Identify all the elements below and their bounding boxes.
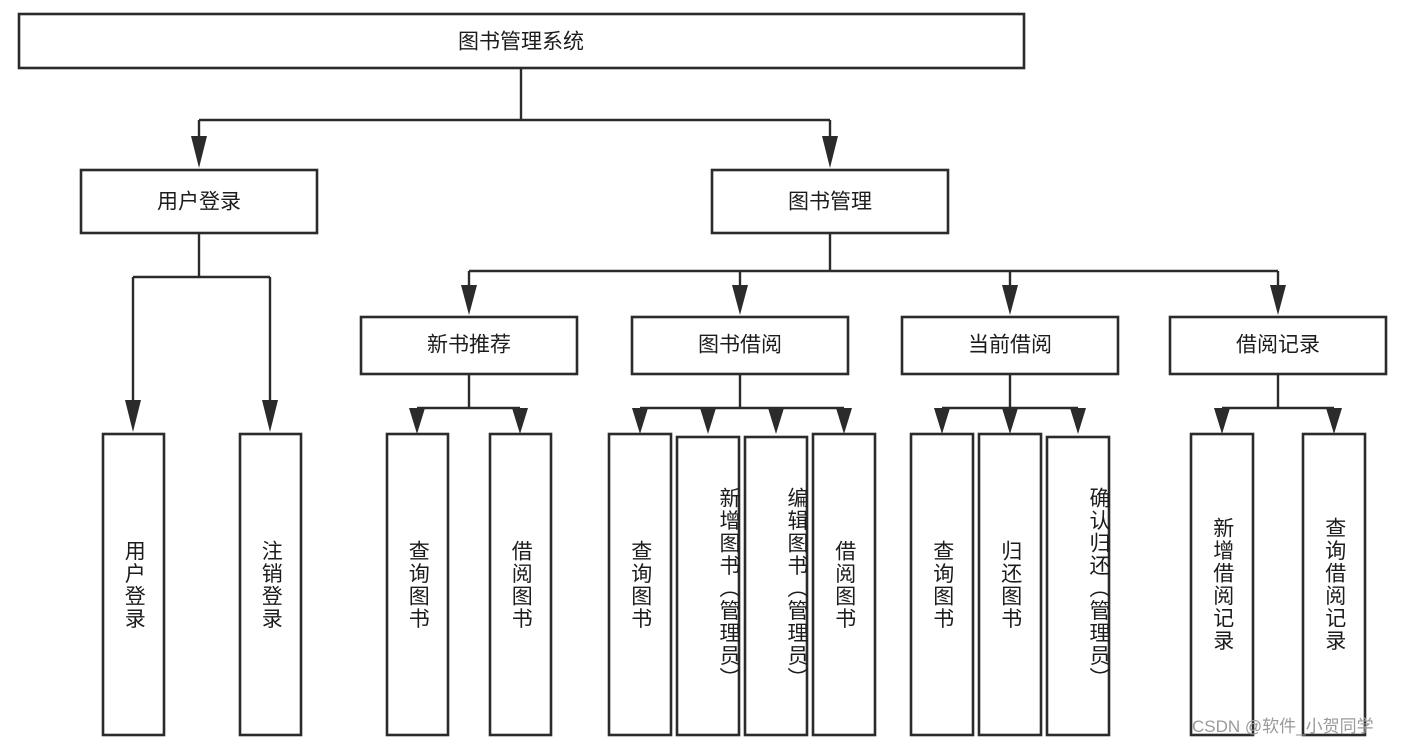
arrow-bb-3 bbox=[768, 408, 784, 434]
leaf-box-current-borrow-1[interactable] bbox=[909, 432, 975, 737]
leaf-box-user-login-1[interactable] bbox=[101, 432, 166, 737]
node-book-borrow-box[interactable] bbox=[630, 315, 850, 376]
leaf-box-book-borrow-3[interactable] bbox=[743, 435, 809, 737]
node-book-borrow[interactable]: 图书借阅 bbox=[630, 315, 850, 376]
node-user-login-box[interactable] bbox=[79, 168, 319, 235]
leaf-box-borrow-record-2[interactable] bbox=[1301, 432, 1367, 737]
node-new-book-recommend[interactable]: 新书推荐 bbox=[359, 315, 579, 376]
arrow-bb-2 bbox=[700, 408, 716, 434]
arrow-br-1 bbox=[1214, 408, 1230, 434]
arrow-nb-1 bbox=[409, 408, 425, 434]
arrow-currentborrow bbox=[1002, 285, 1018, 315]
leaf-box-current-borrow-3[interactable] bbox=[1045, 435, 1111, 737]
arrow-br-2 bbox=[1326, 408, 1342, 434]
node-book-manage-box[interactable] bbox=[710, 168, 950, 235]
node-current-borrow[interactable]: 当前借阅 bbox=[900, 315, 1120, 376]
node-book-manage-label: 图书管理 bbox=[788, 191, 872, 214]
arrow-bookborrow bbox=[732, 285, 748, 315]
arrow-nb-2 bbox=[512, 408, 528, 434]
leaf-box-book-borrow-4[interactable] bbox=[811, 432, 877, 737]
arrow-cb-3 bbox=[1070, 408, 1086, 434]
leaf-box-book-borrow-2[interactable] bbox=[675, 435, 741, 737]
connectors bbox=[125, 68, 1342, 434]
node-current-borrow-label: 当前借阅 bbox=[968, 334, 1052, 357]
arrow-ul-2 bbox=[262, 400, 278, 432]
leaf-box-borrow-record-1[interactable] bbox=[1189, 432, 1255, 737]
arrow-bb-1 bbox=[632, 408, 648, 434]
arrow-bb-4 bbox=[836, 408, 852, 434]
node-user-login[interactable]: 用户登录 bbox=[79, 168, 319, 235]
node-root[interactable]: 图书管理系统 bbox=[17, 12, 1026, 70]
node-new-book-recommend-box[interactable] bbox=[359, 315, 579, 376]
arrow-cb-1 bbox=[934, 408, 950, 434]
arrow-bookmanage bbox=[822, 136, 838, 168]
node-book-borrow-label: 图书借阅 bbox=[698, 334, 782, 357]
node-borrow-record-label: 借阅记录 bbox=[1236, 334, 1320, 357]
node-root-label: 图书管理系统 bbox=[458, 31, 584, 54]
node-current-borrow-box[interactable] bbox=[900, 315, 1120, 376]
csdn-watermark: CSDN @软件_小贺同学 bbox=[1192, 717, 1374, 736]
node-borrow-record[interactable]: 借阅记录 bbox=[1168, 315, 1388, 376]
arrow-cb-2 bbox=[1002, 408, 1018, 434]
leaf-box-user-login-2[interactable] bbox=[238, 432, 303, 737]
leaf-box-book-borrow-1[interactable] bbox=[607, 432, 673, 737]
leaf-box-new-book-1[interactable] bbox=[385, 432, 450, 737]
node-new-book-recommend-label: 新书推荐 bbox=[427, 334, 511, 357]
arrow-borrowrecord bbox=[1270, 285, 1286, 315]
arrow-newbook bbox=[461, 285, 477, 315]
leaf-box-current-borrow-2[interactable] bbox=[977, 432, 1043, 737]
node-borrow-record-box[interactable] bbox=[1168, 315, 1388, 376]
node-user-login-label: 用户登录 bbox=[157, 191, 241, 214]
arrow-ul-1 bbox=[125, 400, 141, 432]
node-root-box[interactable] bbox=[17, 12, 1026, 70]
node-book-manage[interactable]: 图书管理 bbox=[710, 168, 950, 235]
arrow-userlogin bbox=[191, 136, 207, 168]
leaf-box-new-book-2[interactable] bbox=[488, 432, 553, 737]
